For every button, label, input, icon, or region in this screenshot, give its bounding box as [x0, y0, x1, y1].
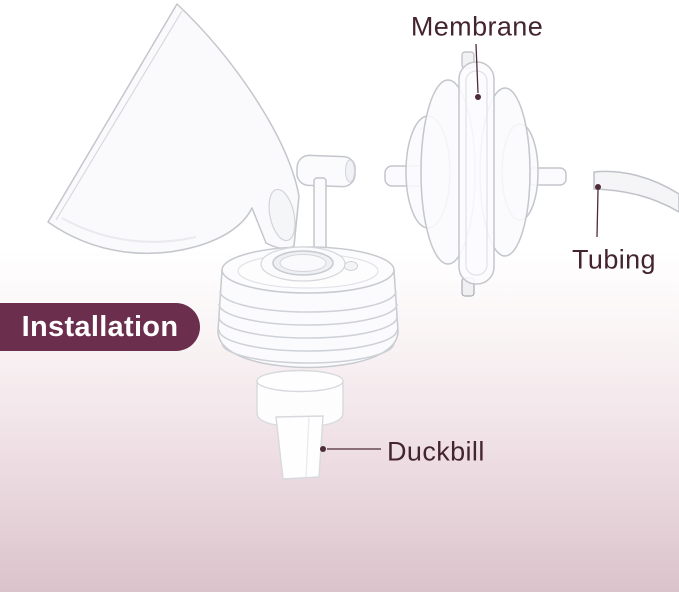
duckbill-leader-line [320, 446, 381, 452]
membrane-part-illustration [384, 51, 567, 297]
tubing-leader-line [595, 184, 601, 238]
membrane-leader-line [475, 43, 481, 100]
duckbill-label: Duckbill [387, 436, 485, 467]
funnel-flange-illustration [47, 3, 356, 267]
installation-badge-label: Installation [21, 310, 179, 343]
tubing-label: Tubing [572, 244, 656, 275]
tubing-illustration [593, 170, 679, 213]
duckbill-valve-illustration [256, 369, 344, 480]
installation-badge: Installation [0, 303, 200, 351]
membrane-label: Membrane [410, 11, 544, 42]
connector-body-illustration [217, 246, 399, 369]
